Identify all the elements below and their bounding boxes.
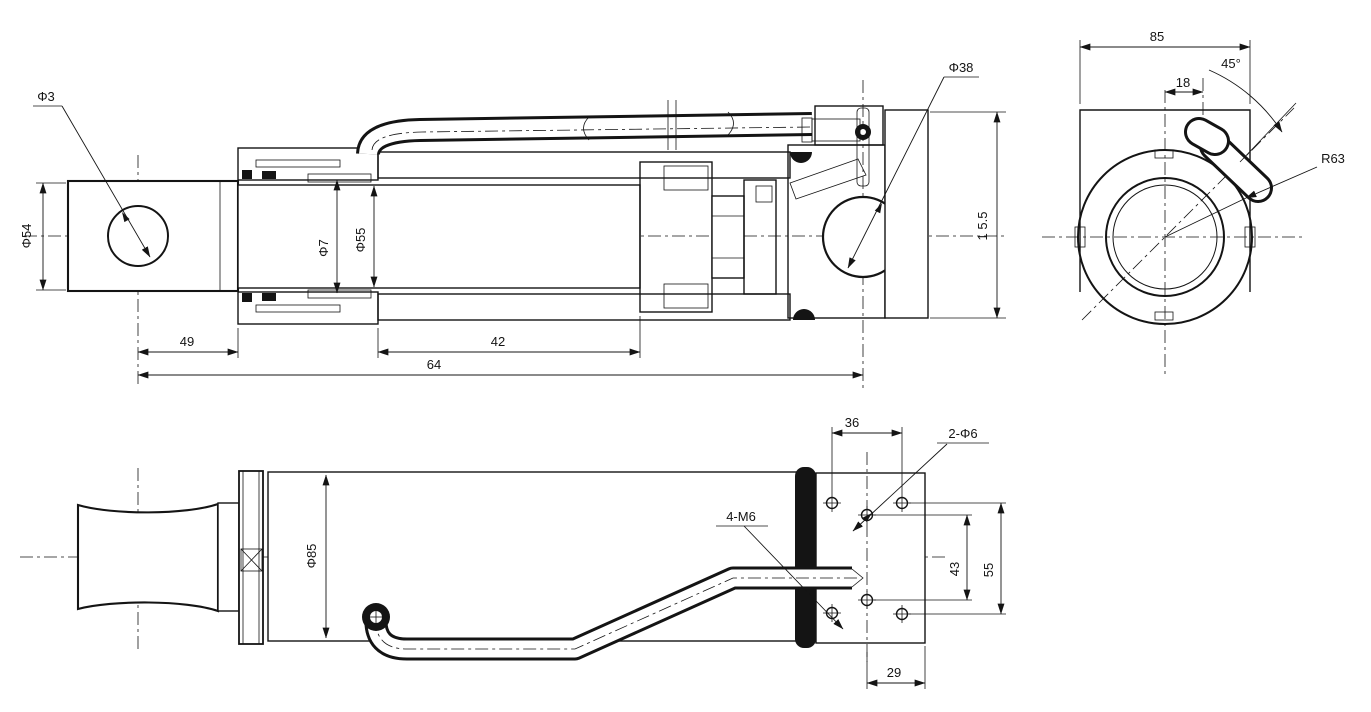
dim-hole-offset-right: 29 <box>887 665 901 680</box>
external-bottom-view: Φ85 36 2-Φ6 4-M6 43 55 29 <box>20 415 1006 689</box>
notch-top <box>1154 149 1174 159</box>
notch-bottom <box>1154 311 1174 321</box>
dim-block-width: 85 <box>1150 29 1164 44</box>
clevis-rod-end <box>66 179 240 293</box>
gland-assembly <box>237 147 379 325</box>
pipe-coupling-nut <box>801 117 813 143</box>
dim-overall-length: 64 <box>427 357 441 372</box>
tube-o-ring-bottom <box>793 309 815 320</box>
port-axis-centerline <box>1081 107 1295 321</box>
dim-tube-dia: Φ85 <box>304 544 319 569</box>
dim-clevis-length: 49 <box>180 334 194 349</box>
dim-head-height: 1 5.5 <box>975 212 990 241</box>
seal-band <box>795 467 816 648</box>
dim-port-hole: Φ38 <box>949 60 974 75</box>
dim-port-offset: 18 <box>1176 75 1190 90</box>
oil-pipe-top <box>356 100 884 157</box>
dim-hole-span-v-inner: 43 <box>947 562 962 576</box>
mounting-flange <box>238 470 264 645</box>
rod-step <box>217 502 240 612</box>
oil-pipe-bottom <box>362 566 864 661</box>
dim-port-angle: 45° <box>1221 56 1241 71</box>
dim-hole-span-v-outer: 55 <box>981 563 996 577</box>
angled-port-tube <box>1184 117 1273 203</box>
end-view-dimensions: 85 18 45° R63 <box>1079 29 1345 238</box>
hole-m6-top-right <box>893 494 911 512</box>
piston-rod <box>237 184 641 289</box>
hole-m6-bottom-right <box>893 605 911 623</box>
dim-pin-hole: Φ3 <box>37 89 55 104</box>
dim-hole-span-h: 36 <box>845 415 859 430</box>
dim-rod-dia: Φ55 <box>353 228 368 253</box>
mount-holes <box>823 494 911 623</box>
bore-inner-circle <box>1112 184 1218 290</box>
rear-head-block <box>787 107 929 320</box>
dim-bore: Φ7 <box>316 239 331 257</box>
notch-right <box>1244 226 1256 248</box>
piston-nut-screw <box>755 185 773 203</box>
wiper-seal <box>242 170 252 179</box>
side-view-dimensions: Φ54 Φ3 Φ7 Φ55 Φ38 49 42 64 <box>19 60 1006 379</box>
side-section-view: Φ54 Φ3 Φ7 Φ55 Φ38 49 42 64 <box>19 60 1008 388</box>
hole-phi6-lower <box>858 591 876 609</box>
end-block-outline <box>1079 109 1251 292</box>
hole-m6-bottom-left <box>823 604 841 622</box>
cylinder-tube-external <box>267 471 798 642</box>
dim-clevis-height: Φ54 <box>19 224 34 249</box>
external-view-dimensions: Φ85 36 2-Φ6 4-M6 43 55 29 <box>304 415 1006 689</box>
hole-m6-top-left <box>823 494 841 512</box>
notch-left <box>1074 226 1086 248</box>
label-tapped-holes: 4-M6 <box>726 509 756 524</box>
piston-seal-top <box>663 165 709 191</box>
pipe-fitting <box>814 105 884 146</box>
cylinder-tube-walls <box>377 151 791 321</box>
oil-passage <box>789 158 867 200</box>
dim-stroke-length: 42 <box>491 334 505 349</box>
label-through-holes: 2-Φ6 <box>948 426 977 441</box>
rod-bushing <box>307 173 372 183</box>
piston-seal-bottom <box>663 283 709 309</box>
piston-assembly <box>639 161 777 313</box>
bore-circle <box>1105 177 1225 297</box>
dim-outer-radius: R63 <box>1321 151 1345 166</box>
end-view: 85 18 45° R63 <box>1042 29 1345 375</box>
rod-end-profile <box>76 502 220 613</box>
tube-o-ring-top <box>790 152 812 163</box>
